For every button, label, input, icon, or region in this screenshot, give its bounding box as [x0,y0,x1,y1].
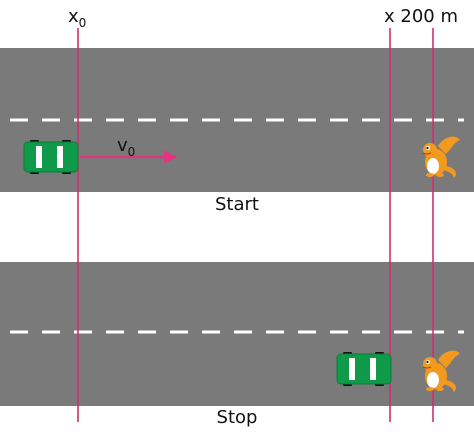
label-stop: Stop [217,407,258,428]
label-v0: v0 [117,135,135,159]
label-start: Start [215,194,259,215]
car-icon-start [23,139,79,175]
road-stop [0,262,474,406]
label-x0: x0 [68,6,86,30]
label-x-200m: x 200 m [384,6,458,27]
car-icon-stop [336,351,392,387]
